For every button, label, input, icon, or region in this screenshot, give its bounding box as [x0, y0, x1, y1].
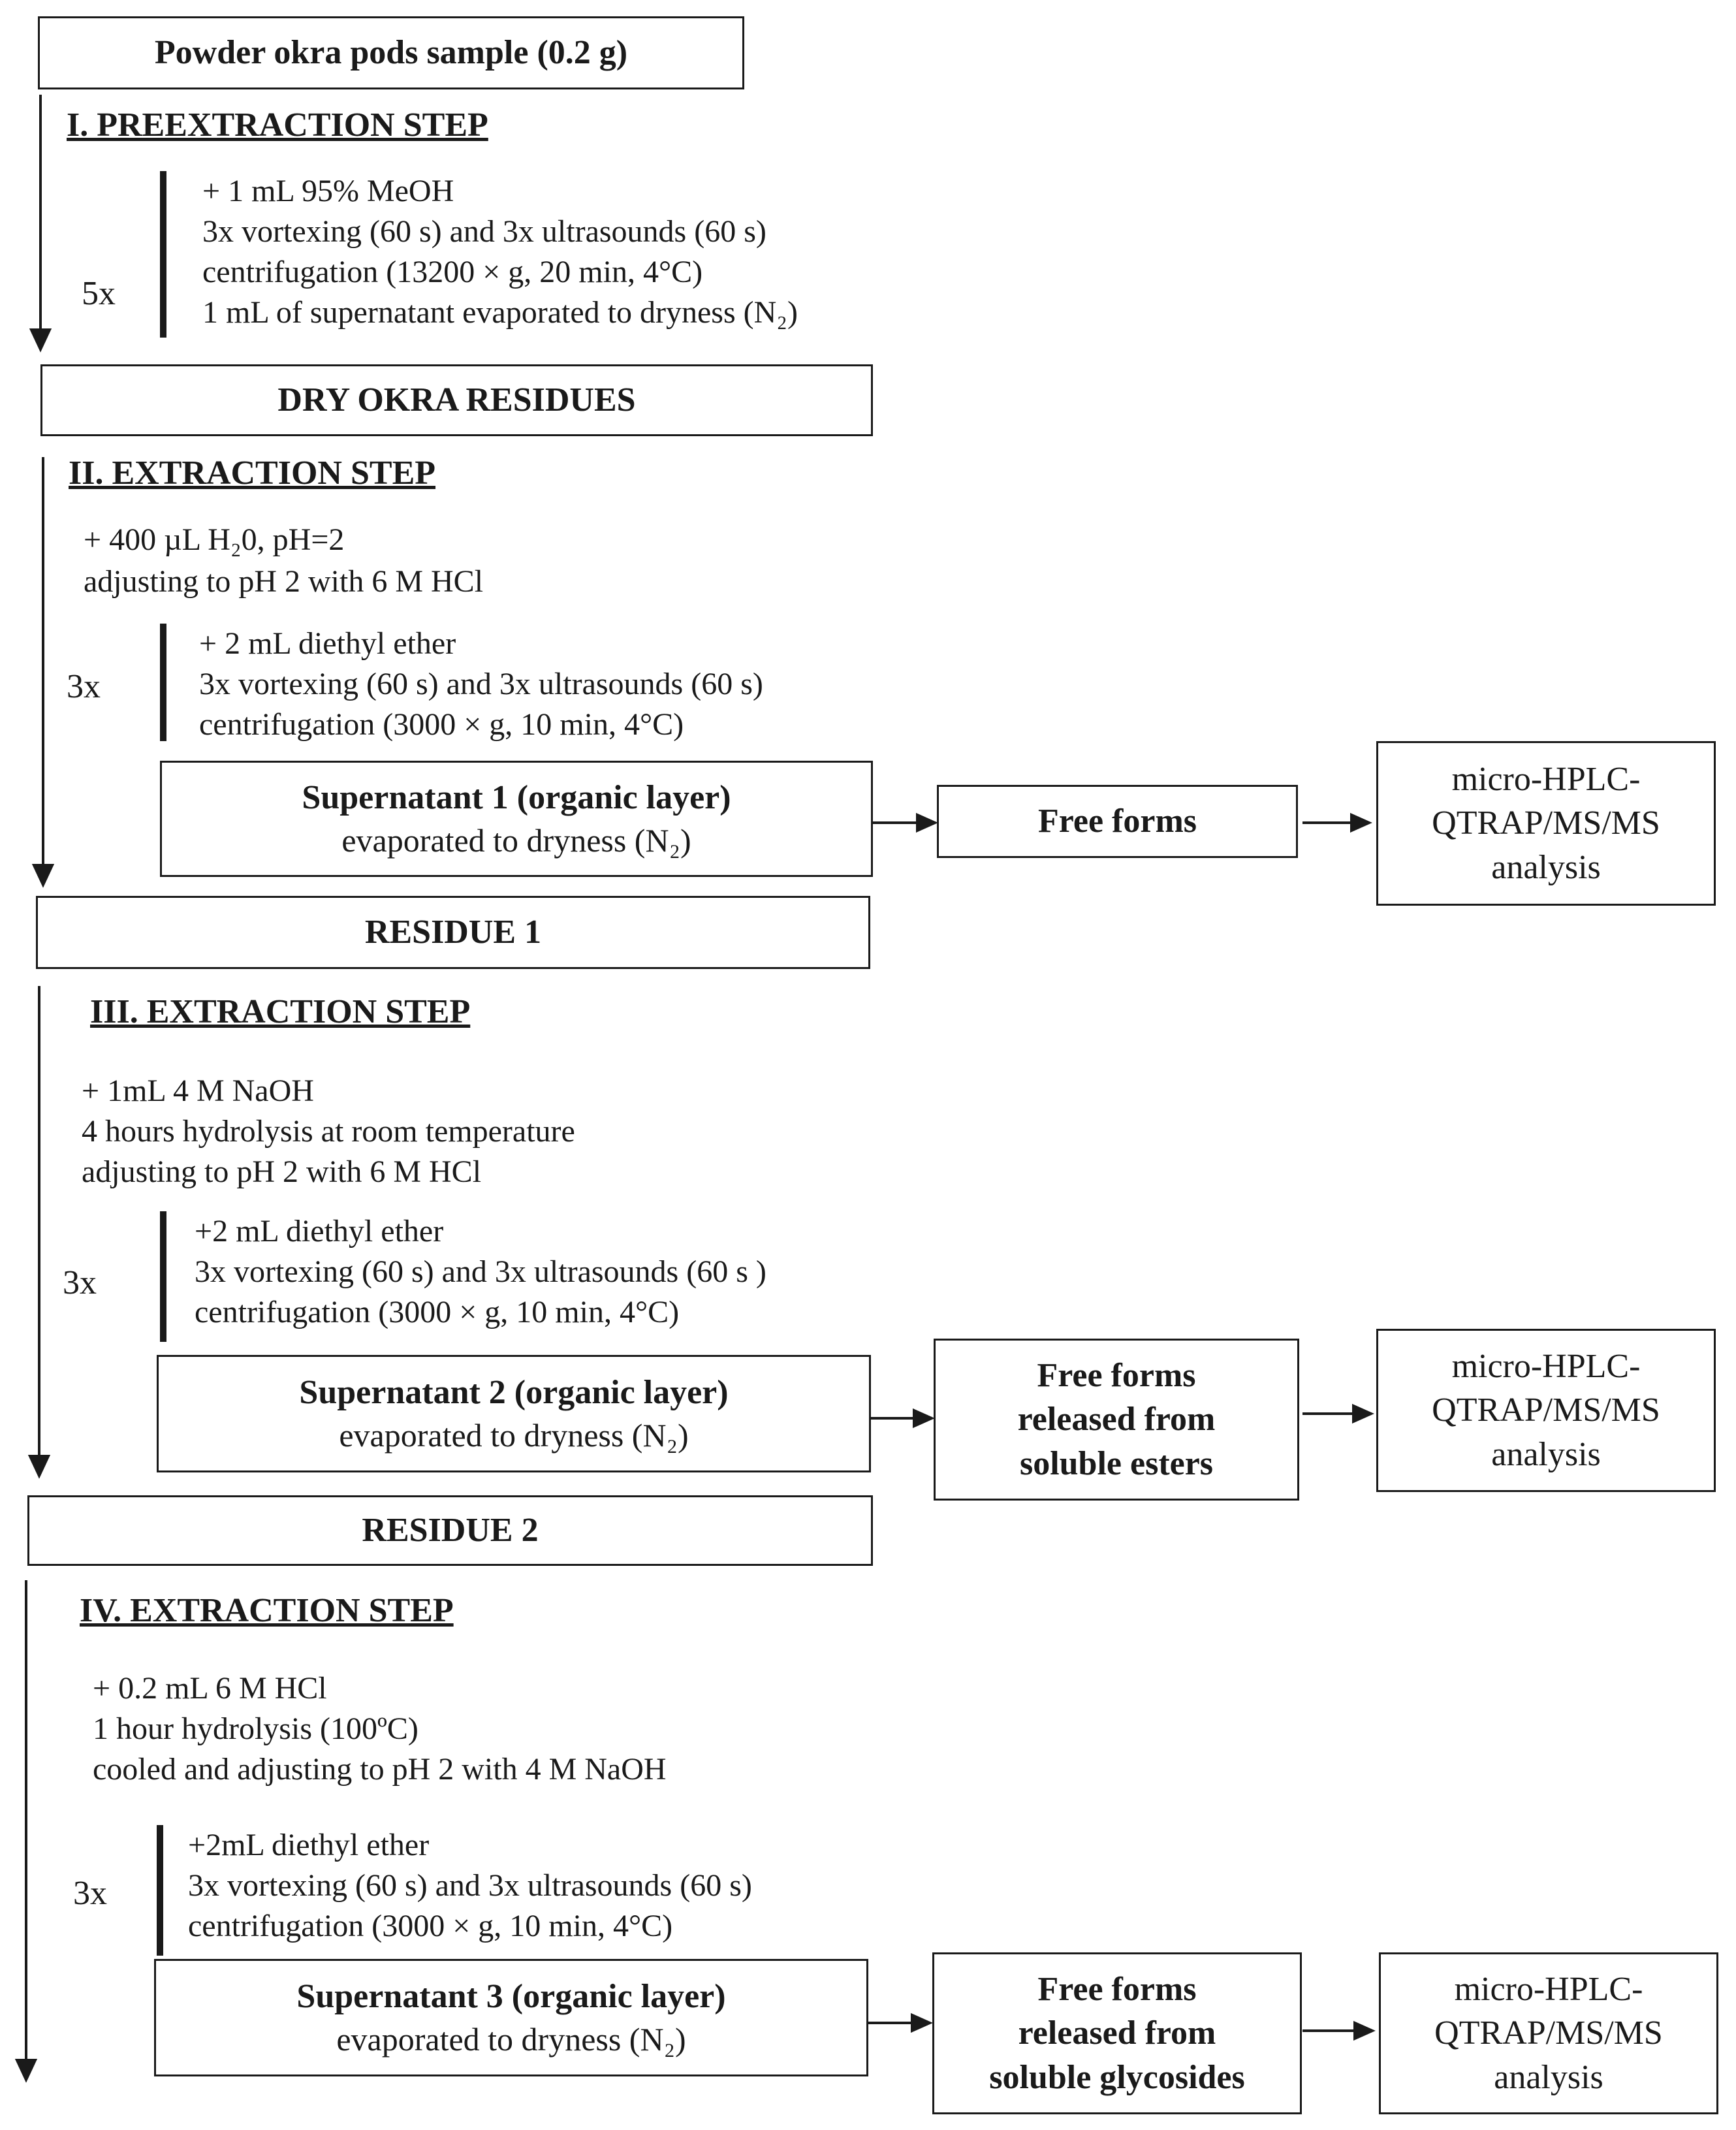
supernatant-2-title: Supernatant 2 (organic layer): [299, 1373, 729, 1411]
supernatant-2-subtitle: evaporated to dryness (N₂): [339, 1417, 689, 1454]
dry-residues-label: DRY OKRA RESIDUES: [277, 381, 636, 419]
step2-repeat-count: 3x: [67, 668, 101, 705]
analysis-1-line-2: QTRAP/MS/MS: [1432, 804, 1660, 842]
sample-box-label: Powder okra pods sample (0.2 g): [154, 33, 628, 71]
analysis-box-3: micro-HPLC- QTRAP/MS/MS analysis: [1379, 1952, 1718, 2114]
free-forms-1-line-1: Free forms: [1037, 803, 1197, 840]
analysis-2-line-3: analysis: [1491, 1435, 1601, 1473]
free-forms-box-1: Free forms: [937, 785, 1298, 858]
residue-2-label: RESIDUE 2: [362, 1511, 539, 1549]
free-forms-box-2: Free forms released from soluble esters: [934, 1339, 1299, 1501]
arrowhead-sup2-to-free: [913, 1408, 935, 1429]
residue-1-box: RESIDUE 1: [36, 896, 870, 969]
step1-line-3: centrifugation (13200 × g, 20 min, 4°C): [202, 255, 703, 289]
flow-arrowhead-1: [29, 328, 52, 353]
arrowhead-free-to-analysis-3: [1353, 2020, 1376, 2041]
supernatant-3-subtitle: evaporated to dryness (N₂): [336, 2021, 686, 2058]
supernatant-3-title: Supernatant 3 (organic layer): [296, 1977, 726, 2015]
analysis-3-line-1: micro-HPLC-: [1454, 1970, 1643, 2008]
free-forms-3-line-2: released from: [1018, 2014, 1216, 2052]
supernatant-1-title: Supernatant 1 (organic layer): [302, 778, 731, 816]
arrowhead-free-to-analysis-2: [1352, 1403, 1374, 1424]
analysis-3-line-2: QTRAP/MS/MS: [1434, 2014, 1663, 2052]
step3-repeat-bar: [160, 1211, 166, 1342]
step1-line-1: + 1 mL 95% MeOH: [202, 174, 454, 208]
step2-line-3: centrifugation (3000 × g, 10 min, 4°C): [199, 707, 684, 742]
step4-pre-line-3: cooled and adjusting to pH 2 with 4 M Na…: [93, 1752, 667, 1787]
free-forms-2-line-3: soluble esters: [1019, 1444, 1214, 1482]
step4-repeat-bar: [157, 1825, 163, 1956]
step4-line-1: +2mL diethyl ether: [188, 1828, 430, 1862]
step3-pre-line-2: 4 hours hydrolysis at room temperature: [82, 1114, 575, 1149]
analysis-1-line-1: micro-HPLC-: [1451, 760, 1641, 798]
arrowhead-sup1-to-free: [916, 812, 938, 833]
step4-pre-line-2: 1 hour hydrolysis (100ºC): [93, 1711, 418, 1746]
step3-line-3: centrifugation (3000 × g, 10 min, 4°C): [195, 1295, 680, 1329]
flow-arrowhead-3: [27, 1455, 51, 1479]
free-forms-3-line-1: Free forms: [1037, 1970, 1197, 2008]
residue-2-box: RESIDUE 2: [27, 1495, 873, 1566]
step1-line-2: 3x vortexing (60 s) and 3x ultrasounds (…: [202, 214, 766, 249]
free-forms-3-line-3: soluble glycosides: [989, 2058, 1245, 2096]
free-forms-box-3: Free forms released from soluble glycosi…: [932, 1952, 1302, 2114]
step3-repeat-count: 3x: [63, 1264, 97, 1301]
step3-pre-line-1: + 1mL 4 M NaOH: [82, 1073, 314, 1108]
step2-pre-line-1: + 400 µL H₂0, pH=2: [84, 522, 345, 557]
step1-heading: I. PREEXTRACTION STEP: [67, 106, 488, 144]
step4-repeat-count: 3x: [73, 1875, 107, 1912]
step3-heading: III. EXTRACTION STEP: [90, 993, 471, 1030]
supernatant-2-box: Supernatant 2 (organic layer) evaporated…: [157, 1355, 871, 1472]
analysis-box-2: micro-HPLC- QTRAP/MS/MS analysis: [1376, 1329, 1716, 1492]
analysis-3-line-3: analysis: [1494, 2058, 1603, 2096]
flow-arrowhead-4: [14, 2059, 38, 2083]
arrowhead-sup3-to-free: [911, 2012, 933, 2033]
step4-line-2: 3x vortexing (60 s) and 3x ultrasounds (…: [188, 1868, 752, 1903]
step4-heading: IV. EXTRACTION STEP: [80, 1592, 454, 1629]
analysis-1-line-3: analysis: [1491, 848, 1601, 886]
flow-arrowhead-2: [31, 864, 55, 888]
step2-heading: II. EXTRACTION STEP: [69, 454, 436, 492]
step1-repeat-bar: [160, 171, 166, 338]
step1-repeat-count: 5x: [82, 275, 116, 312]
step2-line-1: + 2 mL diethyl ether: [199, 626, 456, 661]
free-forms-2-line-1: Free forms: [1037, 1356, 1196, 1394]
step4-line-3: centrifugation (3000 × g, 10 min, 4°C): [188, 1909, 673, 1943]
analysis-2-line-2: QTRAP/MS/MS: [1432, 1391, 1660, 1429]
supernatant-3-box: Supernatant 3 (organic layer) evaporated…: [154, 1959, 868, 2076]
step2-repeat-bar: [160, 624, 166, 741]
step3-pre-line-3: adjusting to pH 2 with 6 M HCl: [82, 1154, 482, 1189]
supernatant-1-subtitle: evaporated to dryness (N₂): [341, 822, 691, 859]
analysis-box-1: micro-HPLC- QTRAP/MS/MS analysis: [1376, 741, 1716, 906]
step2-pre-line-2: adjusting to pH 2 with 6 M HCl: [84, 564, 484, 599]
sample-box: Powder okra pods sample (0.2 g): [38, 16, 744, 89]
residue-1-label: RESIDUE 1: [364, 913, 542, 951]
step3-line-2: 3x vortexing (60 s) and 3x ultrasounds (…: [195, 1254, 766, 1289]
analysis-2-line-1: micro-HPLC-: [1451, 1347, 1641, 1385]
step1-line-4: 1 mL of supernatant evaporated to drynes…: [202, 295, 798, 330]
step4-pre-line-1: + 0.2 mL 6 M HCl: [93, 1671, 327, 1706]
arrowhead-free-to-analysis-1: [1350, 812, 1372, 833]
free-forms-2-line-2: released from: [1017, 1401, 1216, 1439]
supernatant-1-box: Supernatant 1 (organic layer) evaporated…: [160, 761, 873, 877]
step3-line-1: +2 mL diethyl ether: [195, 1214, 444, 1248]
step2-line-2: 3x vortexing (60 s) and 3x ultrasounds (…: [199, 667, 763, 701]
dry-residues-box: DRY OKRA RESIDUES: [40, 364, 873, 436]
